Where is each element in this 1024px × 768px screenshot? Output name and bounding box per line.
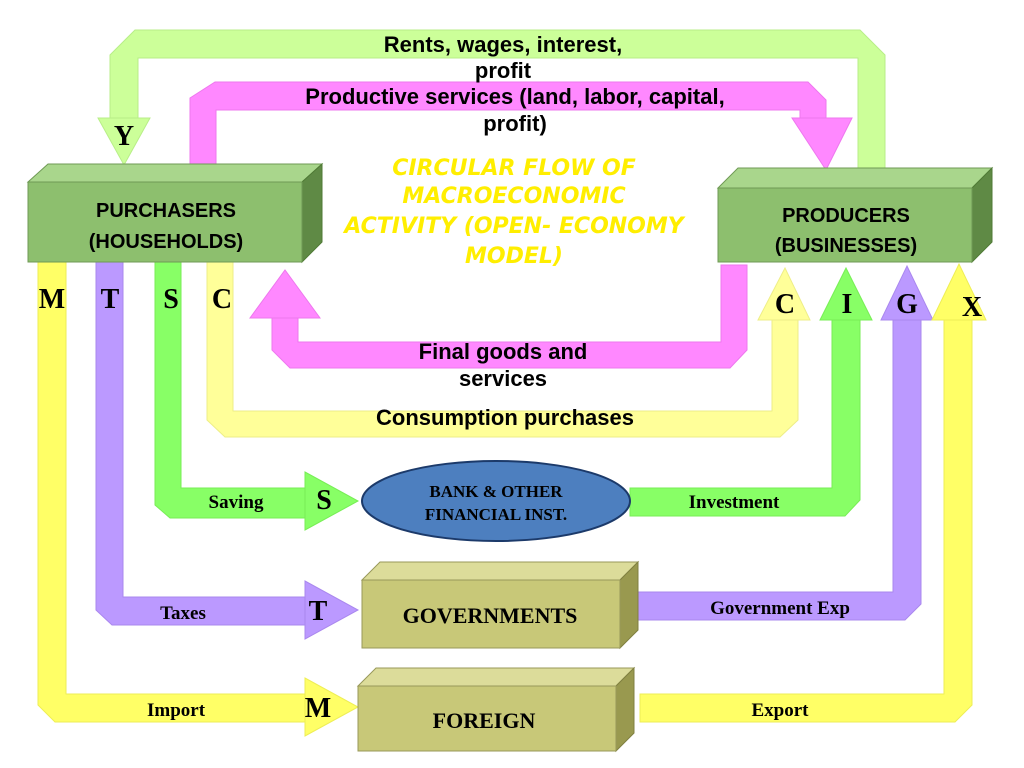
letter-x-producers: X (962, 292, 982, 323)
import-flow-arrow (37, 261, 360, 737)
governments-label: GOVERNMENTS (403, 603, 578, 628)
productive-label-line-2: profit) (483, 111, 547, 136)
consumption-flow-arrow (206, 261, 811, 438)
import-label: Import (147, 700, 206, 721)
households-label-line-1: PURCHASERS (96, 200, 236, 222)
export-label: Export (752, 700, 810, 721)
letter-c-producers: C (775, 289, 795, 320)
letter-m-foreign: M (305, 693, 331, 724)
taxes-flow-arrow (95, 261, 360, 640)
investment-flow-arrow (629, 266, 873, 517)
final-goods-label-line-2: services (459, 366, 547, 391)
producers-label-line-1: PRODUCERS (782, 205, 910, 227)
title-line-2: MACROECONOMIC (402, 184, 625, 209)
bank-ellipse (361, 460, 631, 542)
letter-m-households: M (39, 284, 65, 315)
producers-box (716, 166, 994, 264)
final-goods-label-line-1: Final goods and (419, 339, 588, 364)
rents-label-line-2: profit (475, 58, 532, 83)
letter-y: Y (114, 121, 134, 152)
title-line-1: CIRCULAR FLOW OF (392, 156, 636, 181)
income-flow-arrow (97, 29, 886, 173)
saving-label: Saving (209, 492, 264, 513)
producers-label-line-2: (BUSINESSES) (775, 235, 917, 257)
letter-c-households: C (212, 284, 232, 315)
productive-label-line-1: Productive services (land, labor, capita… (305, 84, 724, 109)
letter-t-households: T (101, 284, 120, 315)
households-box (26, 162, 324, 264)
foreign-label: FOREIGN (433, 708, 536, 733)
letter-g-producers: G (896, 289, 918, 320)
saving-flow-arrow (154, 261, 360, 531)
investment-label: Investment (689, 492, 780, 513)
consumption-label: Consumption purchases (376, 405, 634, 430)
bank-label-line-1: BANK & OTHER (429, 482, 563, 501)
final-goods-flow-arrow (249, 264, 748, 369)
letter-i-producers: I (842, 289, 853, 320)
bank-label-line-2: FINANCIAL INST. (425, 505, 567, 524)
export-flow-arrow (639, 262, 987, 723)
governments-box (360, 560, 640, 650)
rents-label-line-1: Rents, wages, interest, (384, 32, 622, 57)
title-line-3: ACTIVITY (OPEN- ECONOMY (342, 214, 685, 239)
taxes-label: Taxes (160, 603, 206, 624)
letter-t-gov: T (309, 596, 328, 627)
letter-s-bank: S (316, 485, 332, 516)
title-line-4: MODEL) (465, 244, 563, 269)
gov-exp-label: Government Exp (710, 598, 850, 619)
government-exp-flow-arrow (636, 264, 934, 621)
households-label-line-2: (HOUSEHOLDS) (89, 231, 243, 253)
foreign-box (356, 666, 636, 753)
diagram-title: CIRCULAR FLOW OF MACROECONOMIC ACTIVITY … (342, 156, 685, 269)
productive-services-flow-arrow (189, 81, 853, 173)
letter-s-households: S (163, 284, 179, 315)
